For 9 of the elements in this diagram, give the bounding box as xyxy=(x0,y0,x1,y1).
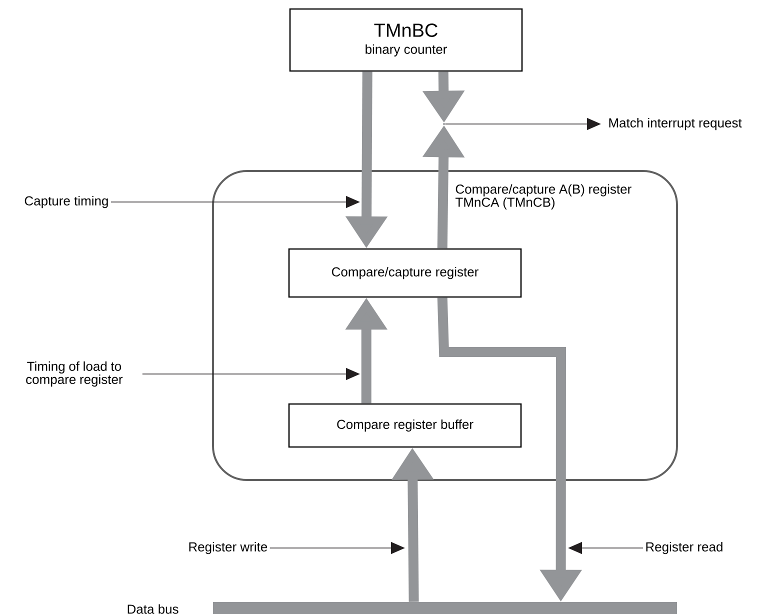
signal-label: Match interrupt request xyxy=(609,118,742,130)
bus-label: Data bus xyxy=(128,604,178,614)
signal-label: Register read xyxy=(646,542,722,554)
counter-box: TMnBC binary counter xyxy=(289,8,523,72)
register-box: Compare/capture register xyxy=(288,248,522,298)
register-box: Compare register buffer xyxy=(288,403,522,448)
signal-label: Register write xyxy=(189,542,268,554)
signal-label: Timing of load to compare register xyxy=(26,361,123,387)
signal-label: Capture timing xyxy=(24,196,108,208)
